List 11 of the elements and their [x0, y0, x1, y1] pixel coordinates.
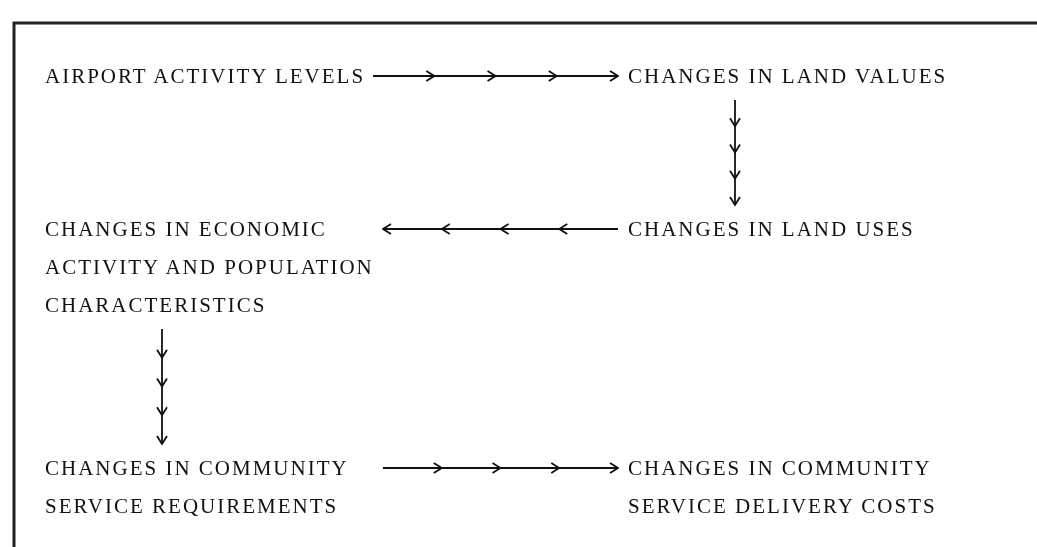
- arrow-chain: [372, 70, 619, 82]
- arrow-chain: [729, 99, 741, 206]
- node-text: CHANGES IN LAND USES: [628, 216, 915, 243]
- node-text: AIRPORT ACTIVITY LEVELS: [45, 63, 366, 90]
- node-text: CHANGES IN COMMUNITY SERVICE DELIVERY COSTS: [628, 455, 938, 520]
- arrow-chain: [382, 462, 619, 474]
- arrow-chain: [382, 223, 619, 235]
- node-text: CHANGES IN LAND VALUES: [628, 63, 948, 90]
- arrow-chain: [156, 328, 168, 445]
- node-text: CHANGES IN ECONOMIC ACTIVITY AND POPULATION CHARACTERISTICS: [45, 216, 375, 319]
- node-text: CHANGES IN COMMUNITY SERVICE REQUIREMENTS: [45, 455, 349, 520]
